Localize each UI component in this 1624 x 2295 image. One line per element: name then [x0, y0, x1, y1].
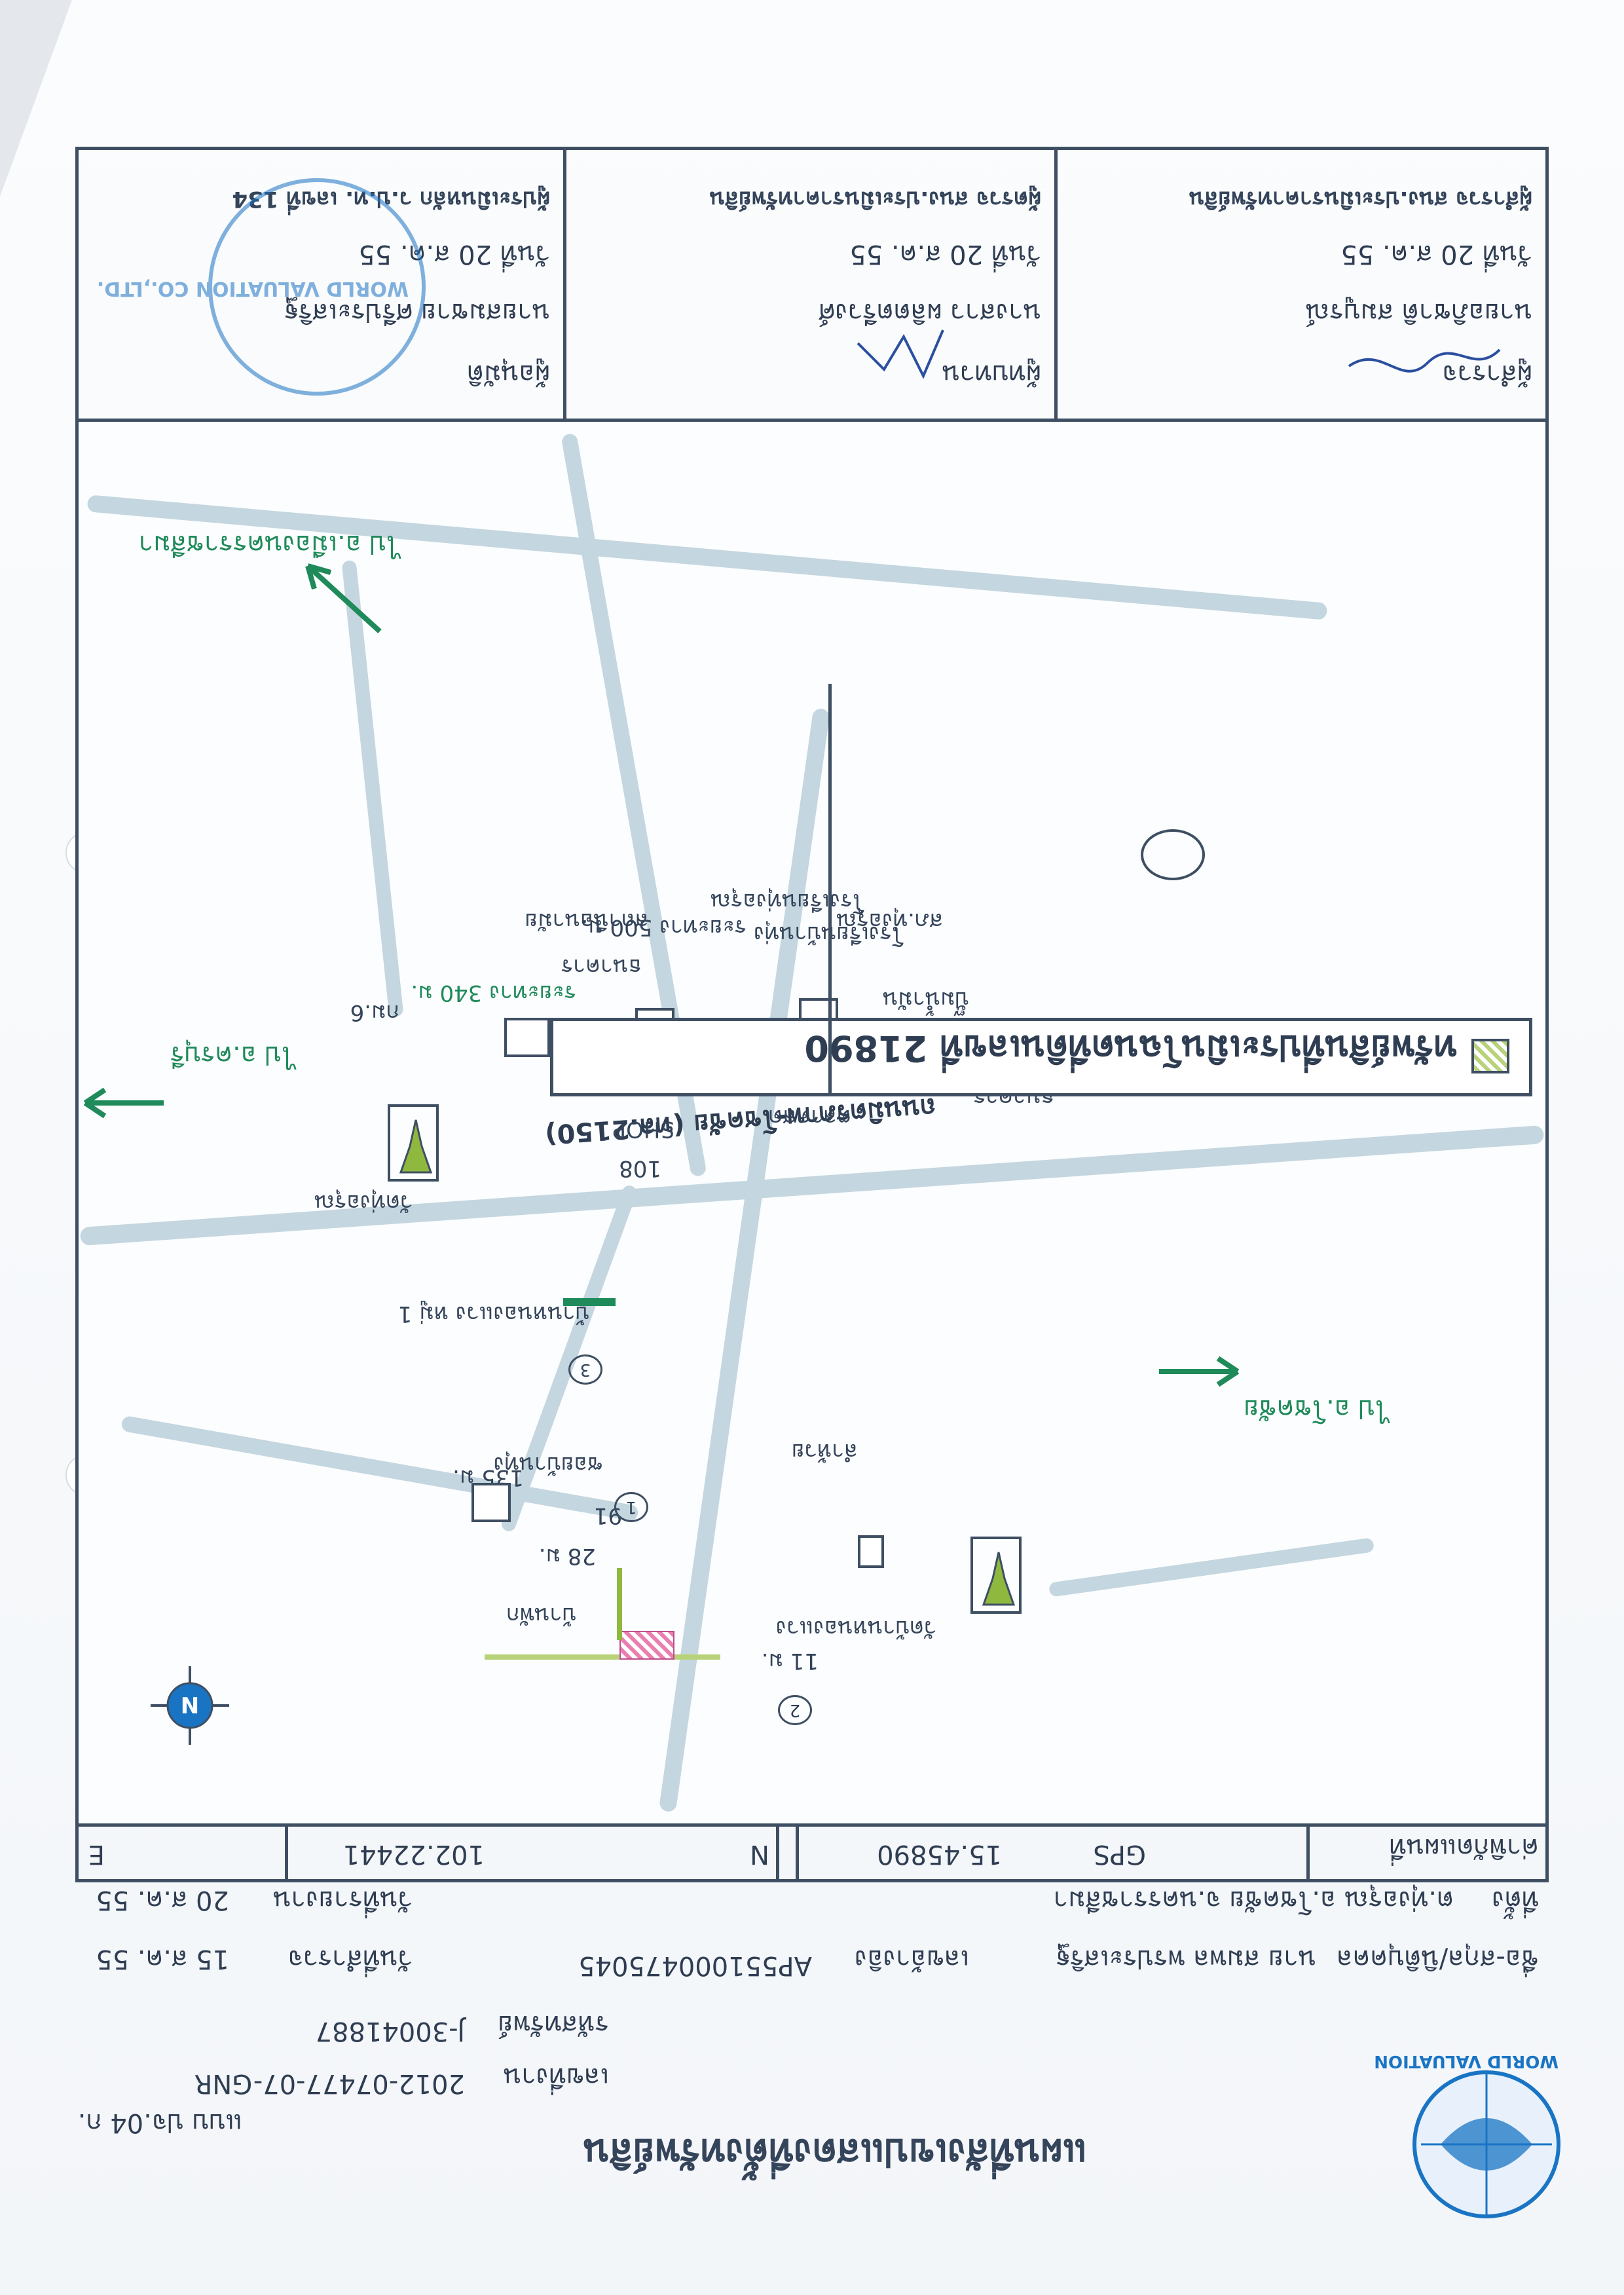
- legend-text: ทรัพย์สินที่ประเมินโฉนดที่ดินเลขที่ 2189…: [804, 1028, 1457, 1069]
- sig-name: นายอภิชาติ สมบูรณ์: [1305, 297, 1532, 327]
- gps-n: 15.45890: [877, 1839, 1002, 1869]
- inspect-no: J-30041887: [315, 2016, 465, 2046]
- to-west-label: ไป อ.เมืองนครราชสีมา: [138, 529, 399, 559]
- temple1-label: วัดทุ่งอรุณ: [314, 1189, 413, 1216]
- distance-11: 11 ม.: [761, 1648, 819, 1674]
- site-road: [485, 1654, 720, 1660]
- appraise-date: 15 ส.ค. 55: [96, 1944, 229, 1974]
- to-north-label: ไป อ.โชคชัย: [1244, 1394, 1388, 1424]
- report-date-label: วันที่รายงาน: [273, 1885, 413, 1915]
- to-south-label: ไป อ.ครบุรี: [170, 1040, 295, 1070]
- globe-icon: [1412, 2070, 1560, 2218]
- gps-label: GPS: [1093, 1839, 1146, 1869]
- building-house: [471, 1483, 511, 1522]
- circle-1: 1: [614, 1492, 648, 1522]
- round-landmark: [1141, 829, 1205, 880]
- leader-line: [828, 684, 832, 1096]
- sig-name: นางสาว ผลิตตรีวงศ์: [818, 297, 1041, 327]
- sig-role: ผู้ทบทวน: [942, 359, 1041, 389]
- legend-swatch: [1471, 1039, 1509, 1073]
- sig-date: 20 ส.ค. 55: [1340, 239, 1475, 269]
- arrow-west-icon: [305, 563, 382, 633]
- circle-3: 3: [568, 1354, 602, 1385]
- distance-28: 28 ม.: [538, 1543, 596, 1569]
- arrow-south-icon: [83, 1087, 164, 1119]
- house-label: บ้านพัก: [506, 1602, 576, 1628]
- ref-label: เลขอ้างอิง: [854, 1944, 969, 1974]
- coordinates-row: [75, 1823, 1549, 1882]
- svg-text:N: N: [181, 1693, 199, 1719]
- form-code: แบบ ปจ.04 ก.: [77, 2108, 242, 2138]
- temple1-icon: [388, 1104, 439, 1182]
- circle-2: 2: [778, 1695, 812, 1725]
- area-value: ต.ทุ่งอรุณ อ.โชคชัย จ.นครราชสีมา: [1053, 1885, 1454, 1915]
- sig-date-label: วันที่: [991, 239, 1041, 269]
- site-access: [617, 1568, 622, 1640]
- sig-date: 20 ส.ค. 55: [849, 239, 984, 269]
- gps-e: 102.22441: [342, 1839, 485, 1869]
- folded-corner: [0, 0, 72, 196]
- temple2-label: วัดบ้านหนองแวง: [775, 1615, 936, 1641]
- shop-num: 108: [619, 1155, 661, 1182]
- report-date: 20 ส.ค. 55: [96, 1885, 229, 1915]
- signature-scribble-2: [857, 329, 944, 379]
- pump-label: ปั๊มน้ำมัน: [883, 986, 969, 1013]
- coord-label: ค่าพิกัดแผนที่: [1389, 1833, 1539, 1863]
- area-label: ที่ตั้ง: [1492, 1885, 1539, 1915]
- signature-scribble-1: [1348, 348, 1501, 373]
- canal-label: ลำห้วย: [791, 1438, 858, 1465]
- sig-date-label: วันที่: [500, 239, 550, 269]
- sig-position: ผู้ตรวจ สนง.ประเมินราคาทรัพย์สิน: [709, 186, 1041, 212]
- company-logo: WORLD VALUATION: [1374, 2051, 1565, 2223]
- client-label: ชื่อ-สกุล/นิติบุคคล: [1337, 1944, 1539, 1974]
- building-km: [504, 1018, 550, 1057]
- village-label: บ้านหนองแวง หมู่ 1: [397, 1301, 589, 1327]
- signature-block-2: ผู้ทบทวน นางสาว ผลิตตรีวงศ์ วันที่ 20 ส.…: [583, 182, 1041, 396]
- market-label: ตลาดสด: [768, 1104, 851, 1130]
- distance-340: ระยะทาง 340 ม.: [411, 980, 576, 1006]
- temple2-icon: [970, 1537, 1022, 1614]
- ref-value: AP551000475045: [578, 1950, 812, 1981]
- north-compass-icon: N: [151, 1666, 229, 1745]
- arrow-north-icon: [1159, 1356, 1240, 1387]
- alley-label: ซอยบ้านทุ่ง: [493, 1451, 602, 1478]
- inspect-no-label: รหัสทรัพย์: [498, 2009, 609, 2040]
- shop-label: SHOP: [612, 1116, 674, 1142]
- sig-date-label: วันที่: [1482, 239, 1532, 269]
- report-no: 2012-07477-07-GNR: [194, 2068, 465, 2099]
- stamp-text: WORLD VALUATION CO.,LTD.: [96, 277, 409, 300]
- subject-parcel: [619, 1631, 674, 1660]
- gps-n-axis: N: [750, 1839, 769, 1869]
- company-stamp: WORLD VALUATION CO.,LTD.: [97, 178, 426, 396]
- appraise-date-label: วันที่สำรวจ: [287, 1944, 413, 1974]
- distance-500: ระยะทาง 500 ม.: [581, 914, 747, 941]
- client-name: นาย สมพล พรประเสริฐ: [1055, 1944, 1316, 1974]
- company-logo-text: WORLD VALUATION: [1374, 2051, 1559, 2071]
- sig-position: ผู้สำรวจ สนง.ประเมินราคาทรัพย์สิน: [1189, 186, 1532, 212]
- km-marker: กม.6: [350, 999, 399, 1026]
- gps-e-axis: E: [88, 1839, 105, 1869]
- report-no-label: เลขที่งาน: [503, 2062, 609, 2092]
- building-small: [858, 1535, 884, 1568]
- document-title: แผนที่สังเขปแสดงที่ตั้งทรัพย์สิน: [583, 2131, 1087, 2175]
